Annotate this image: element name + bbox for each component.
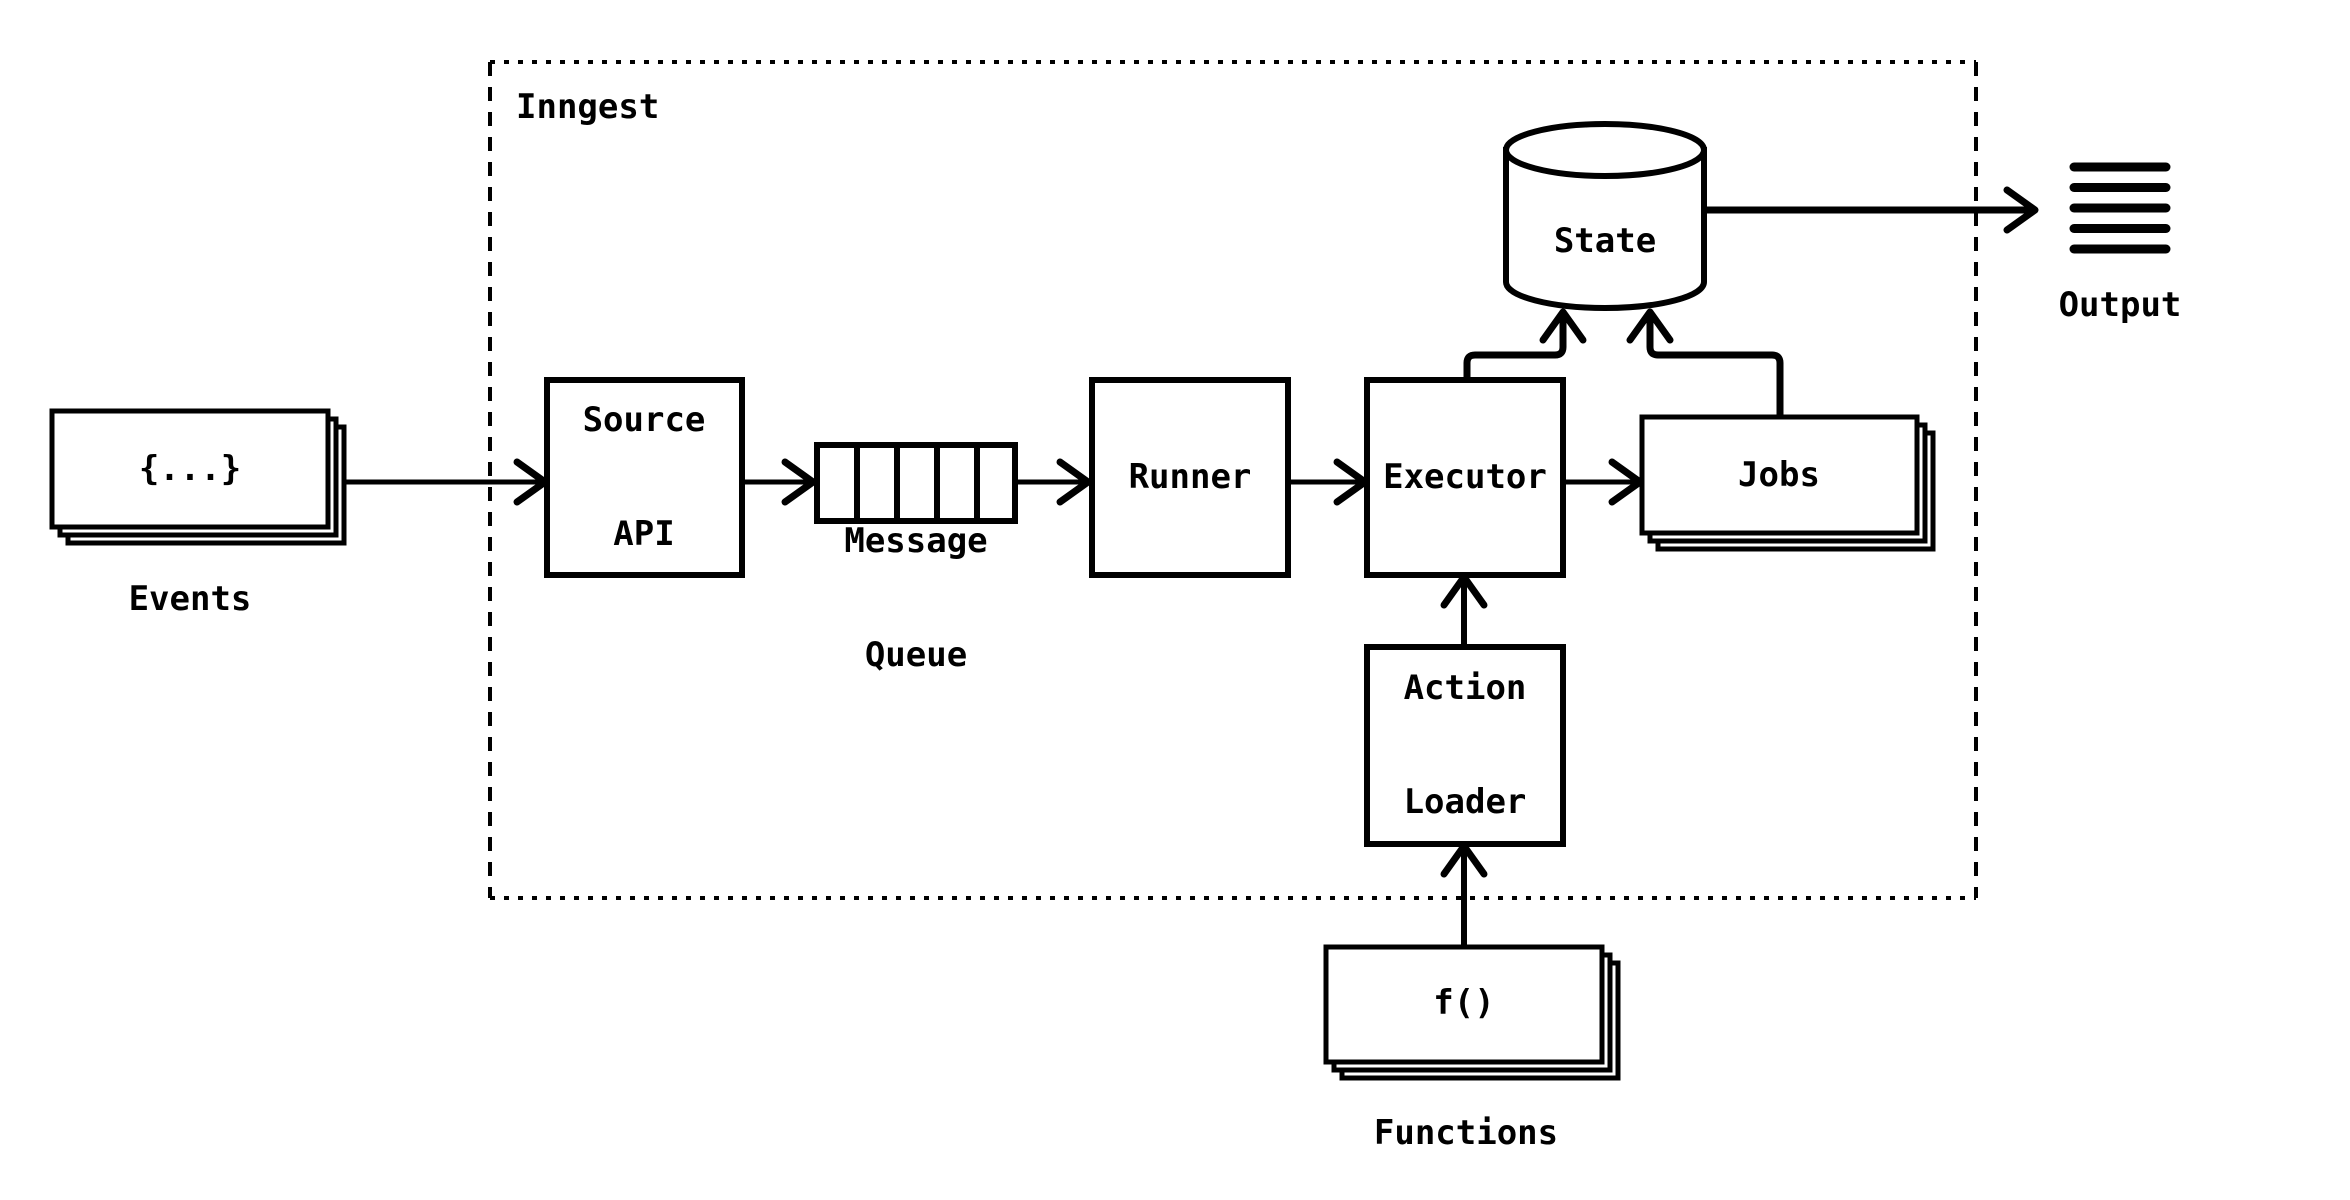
action-loader-label: Action Loader <box>1404 593 1527 897</box>
arrow-source-api-to-queue <box>742 458 817 506</box>
message-queue-icon <box>814 442 1018 524</box>
inngest-boundary-label: Inngest <box>516 87 660 127</box>
output-label: Output <box>2058 285 2182 325</box>
functions-stack-content: f() <box>1433 983 1495 1023</box>
arrow-runner-to-executor <box>1288 458 1369 506</box>
functions-document-stack-icon <box>1323 944 1621 1081</box>
source-api-label-line2: API <box>613 514 675 554</box>
arrowhead-right-icon <box>781 458 817 506</box>
message-queue-label-line2: Queue <box>864 635 968 675</box>
arrowhead-up-icon <box>1440 842 1488 878</box>
arrowhead-up-icon <box>1440 573 1488 609</box>
arrow-action-loader-to-executor <box>1440 573 1488 647</box>
arrow-events-to-source-api <box>344 458 549 506</box>
state-database-cylinder-icon <box>1503 121 1707 311</box>
message-queue-label-line1: Message <box>844 521 988 561</box>
inngest-boundary <box>488 60 1978 900</box>
action-loader-box <box>1364 644 1566 847</box>
source-api-box <box>544 377 745 578</box>
arrowhead-up-icon <box>1539 308 1587 344</box>
arrow-functions-to-action-loader <box>1440 842 1488 947</box>
output-lines-icon <box>2069 162 2171 254</box>
arrow-queue-to-runner <box>1015 458 1092 506</box>
arrowhead-right-icon <box>2003 186 2039 234</box>
action-loader-label-line1: Action <box>1403 668 1527 708</box>
message-queue-label: Message Queue <box>844 446 987 750</box>
events-stack-content: {...} <box>138 449 242 489</box>
arrow-executor-to-state <box>1463 308 1587 380</box>
source-api-label-line1: Source <box>582 400 706 440</box>
executor-box <box>1364 377 1566 578</box>
jobs-label: Jobs <box>1738 455 1820 495</box>
functions-label: Functions <box>1373 1113 1559 1153</box>
arrow-jobs-to-state <box>1626 308 1784 417</box>
runner-box <box>1089 377 1291 578</box>
jobs-document-stack-icon <box>1639 414 1936 552</box>
source-api-label: Source API <box>583 325 706 629</box>
arrow-state-to-output <box>1704 186 2039 234</box>
arrow-executor-to-jobs <box>1563 458 1644 506</box>
events-label: Events <box>128 579 252 619</box>
arrowhead-right-icon <box>1056 458 1092 506</box>
arrowhead-up-icon <box>1626 308 1674 344</box>
action-loader-label-line2: Loader <box>1403 782 1527 822</box>
events-document-stack-icon <box>49 408 347 546</box>
executor-label: Executor <box>1383 457 1547 497</box>
runner-label: Runner <box>1128 457 1252 497</box>
state-label: State <box>1553 221 1657 261</box>
